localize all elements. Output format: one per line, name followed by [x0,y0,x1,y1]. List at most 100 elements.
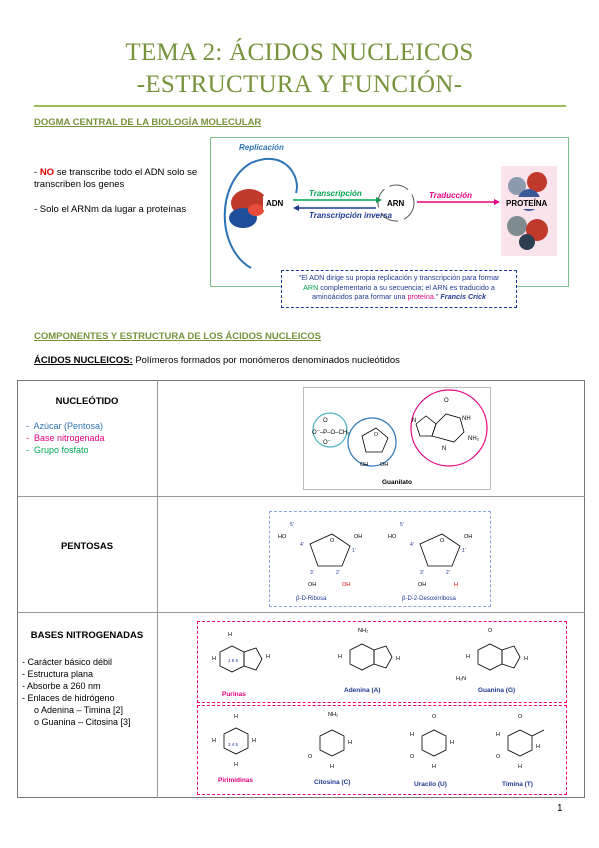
svg-text:O: O [323,418,328,424]
svg-text:OH: OH [418,582,426,588]
svg-text:NH₂: NH₂ [468,436,480,442]
dogma-diagram: Replicación ADN Transcripción Transcripc… [210,137,569,287]
label-guanina: Guanina (G) [478,687,515,694]
componentes-heading: COMPONENTES Y ESTRUCTURA DE LOS ÁCIDOS N… [34,331,321,342]
item-base: - Base nitrogenada [26,433,105,443]
svg-text:HO: HO [388,534,397,540]
svg-text:2': 2' [336,570,340,576]
bases-subitem-1: o Adenina – Timina [2] [34,705,124,715]
svg-text:H: H [496,732,500,738]
svg-text:O: O [308,754,313,760]
label-traduccion: Traducción [429,191,472,200]
svg-text:NH₂: NH₂ [328,712,338,718]
bases-heading: BASES NITROGENADAS [30,630,144,641]
title-divider [34,105,566,107]
svg-text:H: H [396,656,400,662]
label-proteina: PROTEÍNA [506,199,548,208]
svg-text:1': 1' [352,548,356,554]
ribosa-structure: O 5' HO OH 4' 1' 3' 2' OH OH β-D-Ribosa [278,522,362,602]
timina-structure: O O H H H Timina (T) [496,714,545,788]
adenina-structure: NH₂ H H Adenina (A) [338,628,400,694]
svg-text:4': 4' [300,542,304,548]
pentosas-figure: O 5' HO OH 4' 1' 3' 2' OH OH β-D-Ribosa … [269,511,491,607]
label-transcripcion: Transcripción [309,189,362,198]
citosina-structure: NH₂ O H H Citosina (C) [308,712,352,786]
svg-text:H: H [518,764,522,770]
svg-text:O⁻–P–O–CH₂: O⁻–P–O–CH₂ [312,430,350,436]
dogma-heading: DOGMA CENTRAL DE LA BIOLOGÍA MOLECULAR [34,117,262,128]
label-desoxirribosa: β-D-2-Desoxirribosa [402,596,456,602]
svg-text:O: O [432,714,437,720]
svg-text:O: O [444,398,449,404]
purinas-figure: H H H 1 6 5 Purinas NH₂ H H Adenina (A) … [197,621,567,703]
svg-text:3': 3' [420,570,424,576]
table-column-divider [157,380,158,798]
svg-text:5': 5' [400,522,404,528]
svg-text:H: H [234,762,238,768]
components-table [17,380,585,798]
svg-text:2': 2' [446,570,450,576]
guanilato-figure: O⁻–P–O–CH₂ O O⁻ O OH OH O NH NH₂ N N Gua… [303,387,491,490]
table-row-divider-1 [17,496,585,497]
svg-text:O: O [518,714,523,720]
desoxirribosa-structure: O 5' HO OH 4' 1' 3' 2' OH H β-D-2-Desoxi… [388,522,472,602]
nucleotido-list: - Azúcar (Pentosa) - Base nitrogenada - … [26,420,105,456]
svg-text:OH: OH [464,534,472,540]
purina-structure: H H H 1 6 5 Purinas [212,632,270,698]
page-title: TEMA 2: ÁCIDOS NUCLEICOS [125,39,474,66]
svg-text:5': 5' [290,522,294,528]
svg-text:O: O [488,628,493,634]
label-replicacion: Replicación [239,143,284,152]
componentes-subtitle: ÁCIDOS NUCLEICOS: Polímeros formados por… [34,355,400,366]
svg-text:NH: NH [462,416,471,422]
bases-item-1: - Carácter básico débil [22,657,113,667]
label-adn: ADN [266,199,284,208]
pirimidina-structure: H H H H 3 4 5 Pirimidinas [212,714,256,784]
table-row-divider-2 [17,612,585,613]
bases-subitem-2: o Guanina – Citosina [3] [34,717,131,727]
label-purinas: Purinas [222,691,246,698]
label-adenina: Adenina (A) [344,687,380,694]
svg-text:OH: OH [354,534,362,540]
pirimidinas-figure: H H H H 3 4 5 Pirimidinas NH₂ O H H Cito… [197,705,567,795]
svg-text:OH: OH [308,582,316,588]
pentosas-heading: PENTOSAS [60,541,114,552]
svg-text:O: O [496,754,501,760]
svg-text:N: N [412,418,416,424]
svg-text:H: H [410,732,414,738]
bases-item-4: - Enlaces de hidrógeno [22,693,115,703]
label-timina: Timina (T) [502,781,533,788]
svg-text:HO: HO [278,534,287,540]
svg-text:OH: OH [380,462,388,468]
nucleotido-heading: NUCLEÓTIDO [55,396,119,407]
guanina-structure: O H H H₂N Guanina (G) [456,628,528,694]
svg-text:1 6 5: 1 6 5 [228,658,239,663]
protein-molecule-icon [507,172,548,250]
label-pirimidinas: Pirimidinas [218,777,253,784]
bases-list: - Carácter básico débil - Estructura pla… [22,656,131,728]
svg-text:H: H [330,764,334,770]
svg-text:H: H [252,738,256,744]
page-subtitle: -ESTRUCTURA Y FUNCIÓN- [136,71,463,98]
item-azucar: - Azúcar (Pentosa) [26,421,104,431]
label-guanilato: Guanilato [382,479,412,486]
svg-text:O: O [374,432,378,438]
phosphate-circle [312,412,348,448]
svg-text:O: O [440,538,445,544]
uracilo-structure: O O H H H Uracilo (U) [410,714,454,788]
svg-text:O: O [330,538,335,544]
label-ribosa: β-D-Ribosa [296,596,327,602]
svg-text:H: H [450,740,454,746]
sugar-circle [347,417,397,467]
crick-quote: "El ADN dirige su propia replicación y t… [281,270,517,308]
svg-text:H₂N: H₂N [456,676,466,682]
svg-text:OH: OH [342,582,350,588]
svg-text:O: O [410,754,415,760]
bases-item-3: - Absorbe a 260 nm [22,681,101,691]
replication-arc [223,162,252,269]
svg-text:H: H [454,582,458,588]
dogma-bullet-2: - Solo el ARNm da lugar a proteínas [34,204,187,215]
svg-text:H: H [432,764,436,770]
page-number: 1 [557,803,563,814]
svg-text:H: H [212,738,216,744]
